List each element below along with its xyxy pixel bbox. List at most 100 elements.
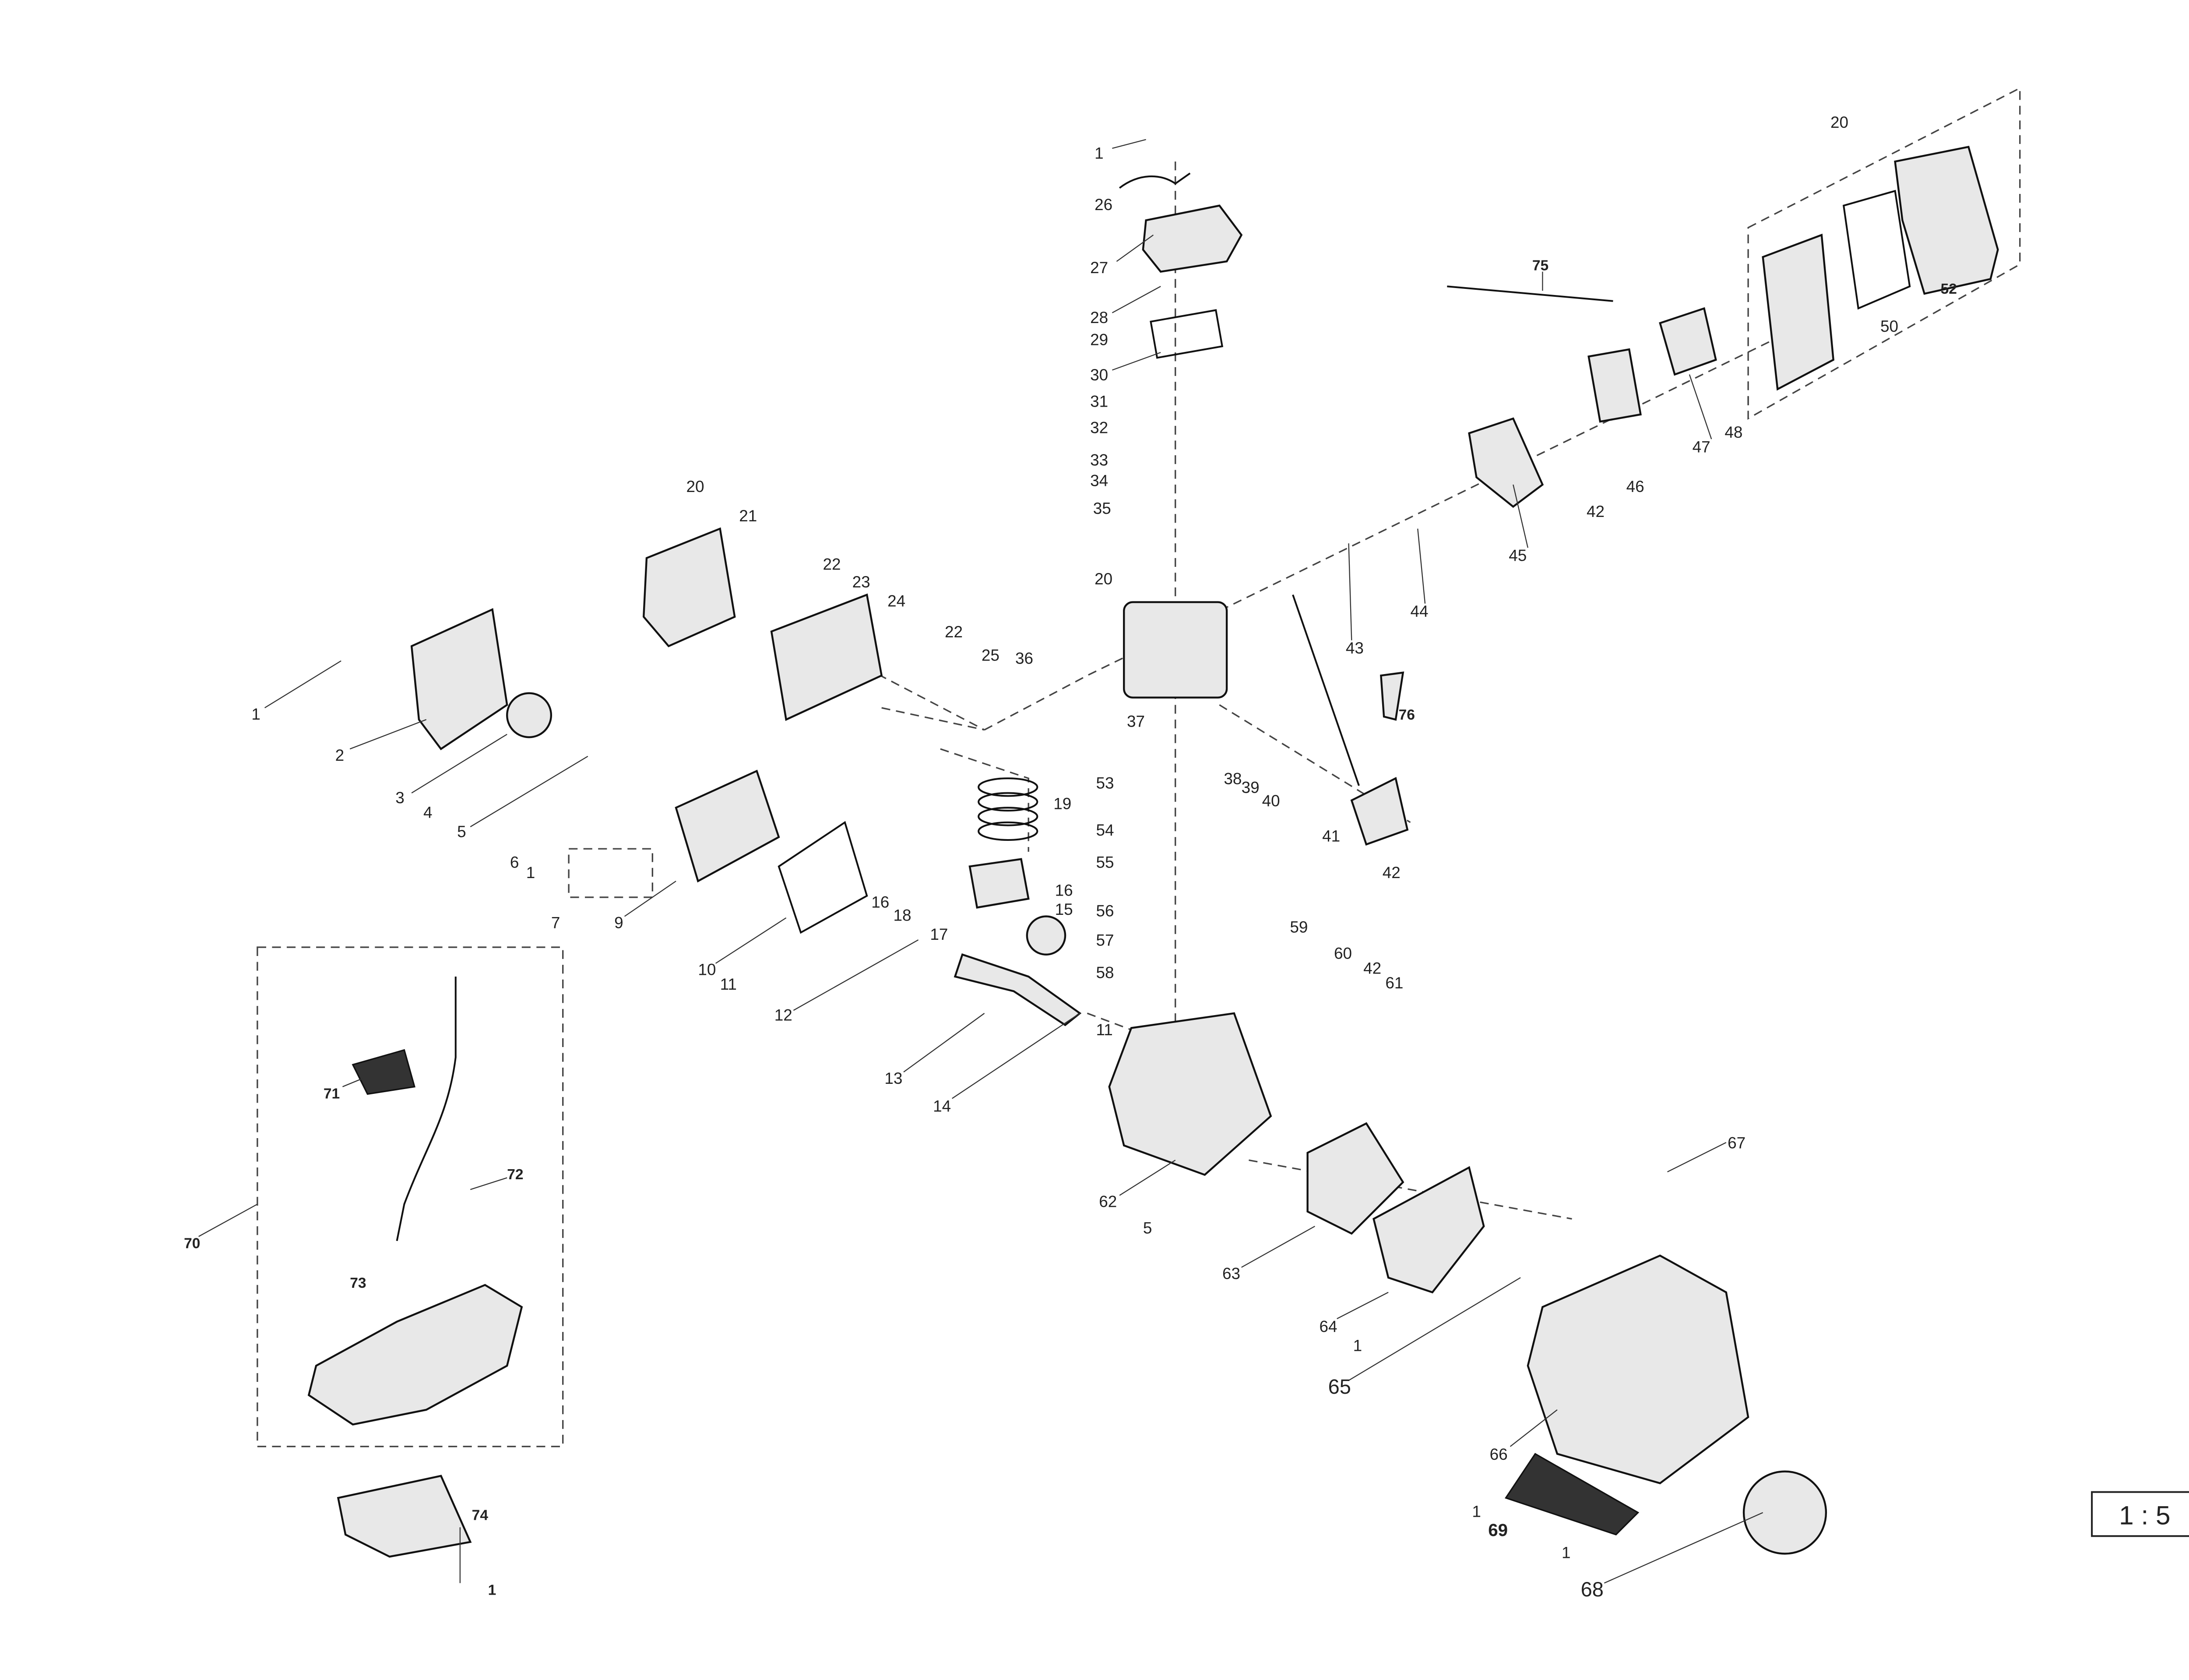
carburetor	[1468, 417, 1544, 508]
part-label: 3	[395, 789, 405, 807]
fuel-tank	[307, 1284, 523, 1426]
part-label: 70	[184, 1236, 200, 1252]
part-label: 39	[1242, 779, 1260, 797]
part-label: 55	[1096, 854, 1114, 872]
part-label: 44	[1410, 602, 1428, 620]
part-label: 52	[1941, 281, 1957, 297]
part-label: 22	[823, 555, 841, 573]
breather-hose	[1119, 172, 1191, 189]
part-label: 66	[1490, 1445, 1508, 1463]
piston	[968, 858, 1030, 909]
part-label: 10	[698, 961, 716, 979]
part-label: 1	[526, 864, 535, 882]
part-label: 20	[1830, 113, 1848, 131]
part-label: 28	[1090, 309, 1108, 327]
part-label: 57	[1096, 931, 1114, 949]
part-label: 32	[1090, 419, 1108, 437]
part-label: 26	[1094, 196, 1112, 214]
part-label: 76	[1399, 707, 1415, 723]
fan-housing	[1373, 1166, 1485, 1293]
fuel-line	[396, 977, 457, 1241]
choke-rod	[1292, 594, 1360, 786]
part-label: 69	[1488, 1520, 1508, 1540]
part-label: 41	[1322, 827, 1340, 845]
air-filter-element	[1842, 190, 1911, 310]
ignition-coil	[1350, 777, 1409, 846]
part-label: 16	[871, 893, 889, 911]
tank-bracket	[337, 1475, 472, 1558]
fuel-tank-group-box	[257, 946, 564, 1448]
part-label: 42	[1363, 959, 1381, 977]
part-label: 65	[1328, 1375, 1351, 1398]
valve-cover	[1142, 204, 1243, 273]
part-label: 14	[933, 1097, 951, 1115]
part-label: 16	[1055, 881, 1073, 899]
part-label: 61	[1385, 974, 1403, 992]
leader-lines	[198, 139, 1763, 1584]
valve-cover-gasket	[1150, 309, 1224, 359]
part-label: 42	[1383, 864, 1401, 882]
part-label: 9	[614, 914, 623, 931]
part-label: 15	[1055, 900, 1073, 918]
part-label: 56	[1096, 902, 1114, 920]
part-label: 11	[1096, 1021, 1113, 1039]
muffler	[770, 593, 883, 721]
part-label: 53	[1096, 774, 1114, 792]
throttle-rod	[1447, 285, 1613, 302]
part-label: 37	[1127, 713, 1145, 731]
part-label: 42	[1587, 503, 1605, 520]
gear	[1026, 915, 1066, 956]
part-label: 1	[1094, 144, 1104, 162]
part-label: 2	[335, 746, 345, 764]
part-label: 38	[1224, 770, 1242, 788]
part-label: 12	[774, 1006, 792, 1024]
part-label: 18	[894, 907, 911, 924]
part-label: 60	[1334, 945, 1352, 963]
part-label: 36	[1015, 649, 1033, 667]
part-label: 5	[457, 822, 466, 840]
part-label: 23	[852, 573, 870, 591]
part-label: 25	[982, 647, 999, 664]
part-label: 68	[1581, 1578, 1604, 1601]
air-filter-grille	[1762, 233, 1834, 391]
muffler-shield	[642, 527, 736, 647]
shroud-bracket	[1504, 1453, 1640, 1536]
part-label: 33	[1090, 451, 1108, 469]
part-label: 34	[1090, 471, 1108, 489]
starter-pulley	[506, 692, 553, 738]
carburetor-plate	[1587, 348, 1642, 423]
part-label: 29	[1090, 330, 1108, 348]
parts	[307, 145, 1999, 1558]
part-label: 72	[507, 1167, 523, 1183]
air-filter-cover	[1894, 145, 1999, 295]
part-label: 62	[1099, 1193, 1117, 1211]
part-7-group-box	[568, 848, 654, 898]
crankcase	[1108, 1012, 1272, 1176]
piston-rings	[978, 777, 1038, 841]
engine-shroud	[1527, 1255, 1749, 1484]
bracket-76	[1380, 671, 1404, 721]
crankcase-cover	[675, 770, 780, 883]
fuel-cap	[352, 1049, 415, 1095]
part-label: 63	[1222, 1265, 1240, 1283]
part-label: 20	[1094, 570, 1112, 588]
part-label: 48	[1724, 423, 1742, 441]
part-label: 35	[1093, 499, 1111, 517]
part-label: 24	[887, 592, 905, 610]
part-label: 75	[1532, 257, 1548, 274]
part-label: 64	[1319, 1318, 1337, 1336]
part-label: 50	[1880, 317, 1898, 335]
clutch	[1742, 1470, 1827, 1555]
part-label: 7	[551, 914, 560, 931]
part-label: 22	[945, 623, 963, 641]
part-label: 40	[1262, 792, 1280, 810]
part-label: 20	[686, 478, 704, 496]
part-label: 17	[930, 925, 948, 943]
part-label: 1	[251, 705, 260, 723]
crankcase-gasket	[778, 821, 868, 934]
recoil-starter	[410, 608, 508, 750]
part-label: 58	[1096, 963, 1114, 981]
part-label: 67	[1728, 1134, 1746, 1152]
part-label: 73	[350, 1275, 366, 1291]
